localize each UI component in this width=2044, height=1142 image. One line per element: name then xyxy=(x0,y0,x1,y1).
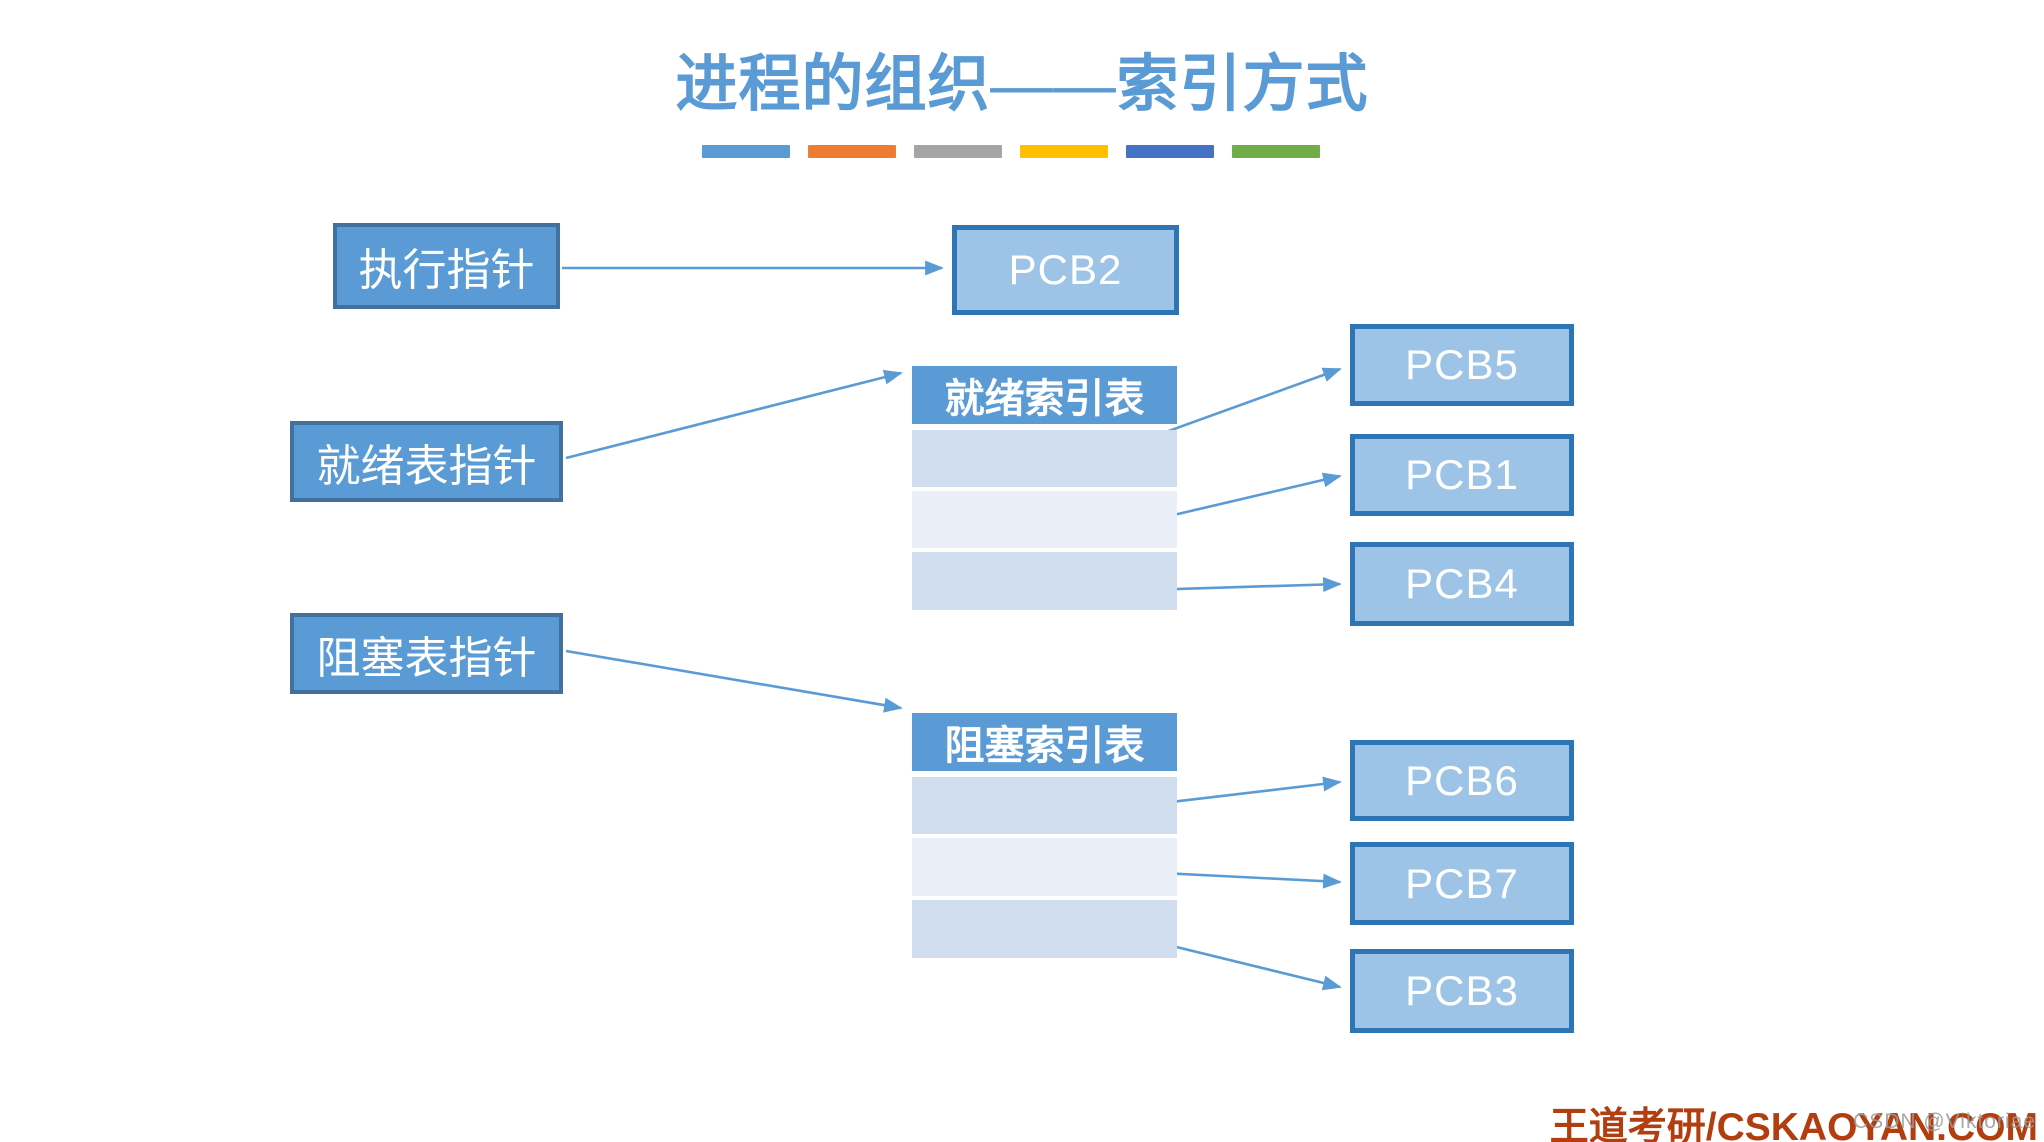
accent-bar-dark-blue xyxy=(1126,145,1214,158)
ready-index-table-row-1 xyxy=(912,430,1177,487)
watermark-text: CSDN @Viktoriae xyxy=(1853,1110,2036,1133)
accent-bar-orange xyxy=(808,145,896,158)
arrow-ready-pointer-to-ready-table xyxy=(565,369,903,460)
accent-bar-gray xyxy=(914,145,1002,158)
accent-bar-green xyxy=(1232,145,1320,158)
pcb7-label: PCB7 xyxy=(1405,859,1519,907)
brand-text: 王道考研/CSKAOYAN.COM xyxy=(1549,1106,2038,1142)
page-title: 进程的组织——索引方式 xyxy=(675,51,1369,119)
title-accent-bars xyxy=(702,145,1320,158)
pcb7-box: PCB7 xyxy=(1350,842,1574,925)
exec-pointer-box: 执行指针 xyxy=(333,223,560,309)
pcb3-label: PCB3 xyxy=(1405,967,1519,1014)
pcb3-box: PCB3 xyxy=(1350,949,1574,1033)
pcb2-label: PCB2 xyxy=(1008,246,1123,293)
pcb4-label: PCB4 xyxy=(1405,560,1519,607)
blocked-index-table-title: 阻塞索引表 xyxy=(944,723,1145,768)
blocked-pointer-box: 阻塞表指针 xyxy=(290,613,563,694)
pcb5-label: PCB5 xyxy=(1405,341,1519,388)
arrow-blocked-pointer-to-blocked-table xyxy=(565,649,903,713)
blocked-index-table-header: 阻塞索引表 xyxy=(912,713,1177,771)
accent-bar-blue xyxy=(702,145,790,158)
pcb2-box: PCB2 xyxy=(952,225,1179,315)
ready-index-table-row-2 xyxy=(912,491,1177,548)
exec-pointer-label: 执行指针 xyxy=(358,246,535,295)
blocked-index-table-row-3 xyxy=(912,900,1177,958)
ready-pointer-label: 就绪表指针 xyxy=(316,441,537,491)
blocked-index-table-row-1 xyxy=(912,777,1177,834)
pcb6-box: PCB6 xyxy=(1350,740,1574,821)
pcb1-label: PCB1 xyxy=(1405,451,1519,498)
ready-index-table-header: 就绪索引表 xyxy=(912,366,1177,424)
blocked-index-table-row-2 xyxy=(912,838,1177,896)
ready-index-table-row-3 xyxy=(912,552,1177,610)
pcb6-label: PCB6 xyxy=(1405,756,1519,804)
pcb5-box: PCB5 xyxy=(1350,324,1574,406)
pcb1-box: PCB1 xyxy=(1350,434,1574,516)
accent-bar-yellow xyxy=(1020,145,1108,158)
pcb4-box: PCB4 xyxy=(1350,542,1574,626)
ready-index-table-title: 就绪索引表 xyxy=(944,376,1145,421)
blocked-pointer-label: 阻塞表指针 xyxy=(316,633,537,683)
ready-pointer-box: 就绪表指针 xyxy=(290,421,563,502)
